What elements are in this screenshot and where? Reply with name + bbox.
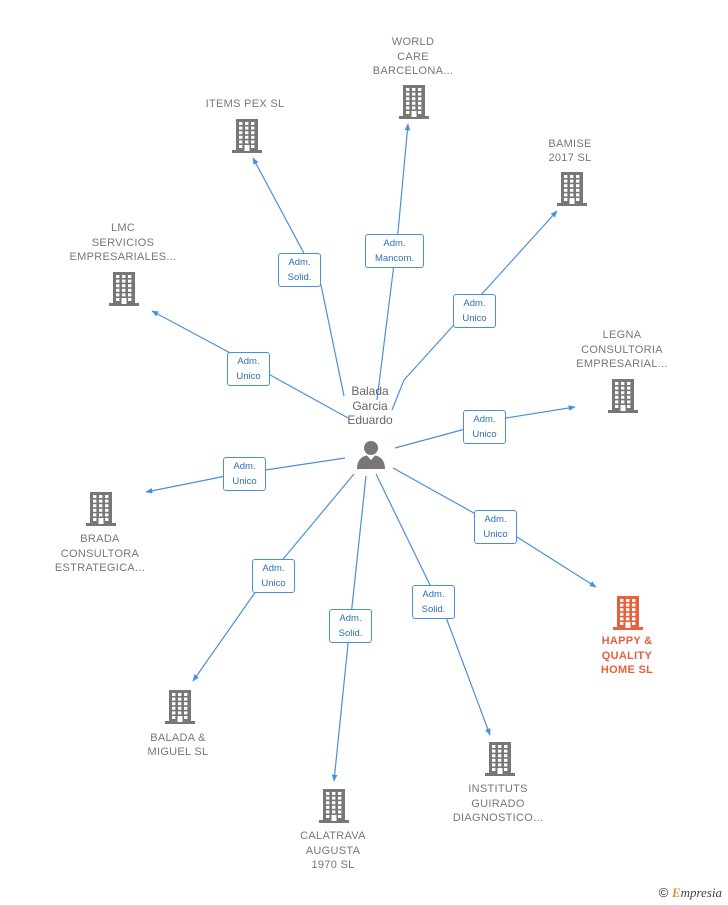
building-icon-bamise[interactable]	[557, 172, 587, 206]
edge-instituts-outer	[446, 619, 491, 736]
edge-calatrava-outer	[331, 643, 349, 782]
edge-items-inner	[320, 284, 345, 397]
building-icon-items[interactable]	[232, 119, 262, 153]
relation-badge-instituts[interactable]: Adm. Solid.	[412, 585, 455, 619]
company-label-legna[interactable]: LEGNA CONSULTORIA EMPRESARIAL...	[576, 329, 668, 371]
brand-logo: Empresia	[672, 885, 722, 900]
company-label-calatrava[interactable]: CALATRAVA AUGUSTA 1970 SL	[300, 830, 366, 872]
relation-badge-world[interactable]: Adm. Mancom.	[365, 234, 424, 268]
relation-badge-balada[interactable]: Adm. Unico	[252, 559, 295, 593]
building-icon-calatrava[interactable]	[319, 789, 349, 823]
building-icon-instituts[interactable]	[485, 742, 515, 776]
footer-brand: © Empresia	[659, 885, 722, 901]
relation-badge-brada[interactable]: Adm. Unico	[223, 457, 266, 491]
brand-logo-initial: E	[671, 885, 681, 900]
company-label-balada[interactable]: BALADA & MIGUEL SL	[147, 731, 209, 759]
relation-badge-happy[interactable]: Adm. Unico	[474, 510, 517, 544]
company-label-world[interactable]: WORLD CARE BARCELONA...	[372, 36, 454, 78]
company-label-items[interactable]: ITEMS PEX SL	[205, 97, 285, 110]
relation-badge-calatrava[interactable]: Adm. Solid.	[329, 609, 372, 643]
building-icon-legna[interactable]	[608, 379, 638, 413]
company-label-lmc[interactable]: LMC SERVICIOS EMPRESARIALES...	[69, 222, 177, 264]
building-icon-world[interactable]	[399, 85, 429, 119]
company-label-instituts[interactable]: INSTITUTS GUIRADO DIAGNOSTICO...	[452, 783, 544, 825]
relation-badge-items[interactable]: Adm. Solid.	[278, 253, 321, 287]
building-icon-brada[interactable]	[86, 492, 116, 526]
building-icon-balada[interactable]	[165, 690, 195, 724]
edge-balada-outer	[192, 593, 255, 682]
relation-badge-lmc[interactable]: Adm. Unico	[227, 352, 270, 386]
edge-world-outer	[397, 123, 411, 233]
building-icon-happy[interactable]	[613, 596, 643, 630]
edge-happy-outer	[516, 536, 597, 588]
person-label[interactable]: Balada Garcia Eduardo	[347, 384, 393, 427]
copyright-symbol: ©	[658, 885, 669, 900]
edge-lmc-outer	[151, 310, 235, 356]
brand-logo-text: mpresia	[680, 885, 722, 900]
building-icon-lmc[interactable]	[109, 272, 139, 306]
relation-badge-bamise[interactable]: Adm. Unico	[453, 294, 496, 328]
company-label-brada[interactable]: BRADA CONSULTORA ESTRATEGICA...	[54, 533, 146, 575]
edge-legna-outer	[505, 405, 576, 419]
edge-brada-outer	[145, 475, 227, 494]
relation-badge-legna[interactable]: Adm. Unico	[463, 410, 506, 444]
edge-bamise-inner	[391, 379, 405, 411]
company-label-bamise[interactable]: BAMISE 2017 SL	[548, 137, 592, 165]
company-label-happy[interactable]: HAPPY & QUALITY HOME SL	[600, 635, 654, 677]
person-icon[interactable]	[357, 441, 385, 469]
